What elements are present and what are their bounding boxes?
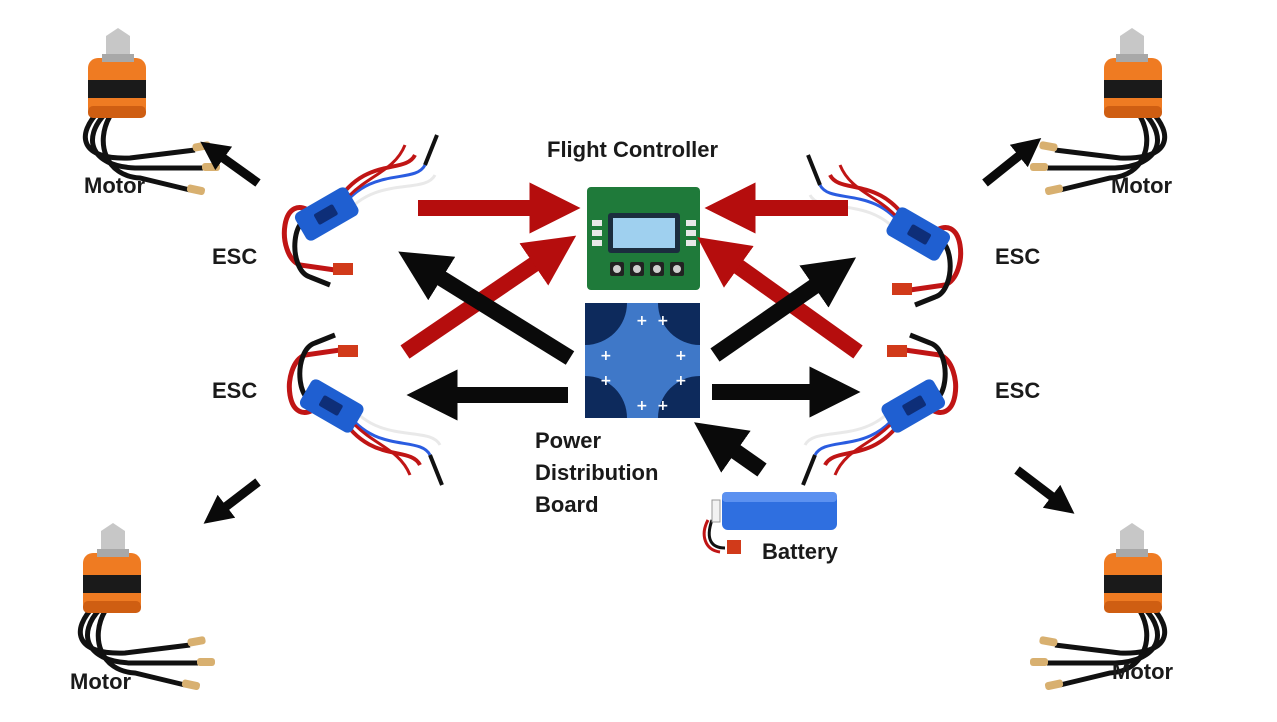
power-arrow-pdb-to-esc-tl [398,251,575,365]
svg-text:+: + [600,348,612,364]
battery-label: Battery [762,539,838,564]
esc-bottom-left [289,335,442,485]
svg-text:+: + [636,313,648,329]
power-distribution-label-line1: Power [535,428,602,453]
motor-top-right [1030,28,1165,196]
svg-text:+: + [600,373,612,389]
power-distribution-label-line2: Distribution [535,460,659,485]
svg-text:+: + [675,373,687,389]
flight-controller-label: Flight Controller [547,137,719,162]
motor-label-bottom-right: Motor [1112,659,1174,684]
motor-label-top-right: Motor [1111,173,1173,198]
power-arrow-battery-to-pdb [694,422,767,477]
power-arrows [200,138,1075,524]
esc-bottom-right [803,335,956,485]
svg-text:+: + [675,348,687,364]
esc-label-top-right: ESC [995,244,1041,269]
motor-label-bottom-left: Motor [70,669,132,694]
power-arrow-pdb-to-esc-tr [710,257,857,362]
power-arrow-esc-br-to-motor [1014,466,1075,514]
flight-controller-board [587,187,700,290]
esc-label-bottom-right: ESC [995,378,1041,403]
power-arrow-esc-bl-to-motor [203,478,261,524]
esc-label-top-left: ESC [212,244,258,269]
motor-bottom-left [80,523,215,691]
power-arrow-esc-tr-to-motor [982,138,1042,187]
motor-label-top-left: Motor [84,173,146,198]
esc-top-left [284,135,437,285]
power-arrow-esc-tl-to-motor [200,141,261,187]
motor-top-left [85,28,220,196]
battery [702,492,837,554]
power-distribution-label-line3: Board [535,492,599,517]
svg-text:+: + [636,398,648,414]
svg-text:+: + [657,398,669,414]
power-distribution-board: + + + + + + + + [585,303,700,418]
svg-text:+: + [657,313,669,329]
esc-label-bottom-left: ESC [212,378,258,403]
